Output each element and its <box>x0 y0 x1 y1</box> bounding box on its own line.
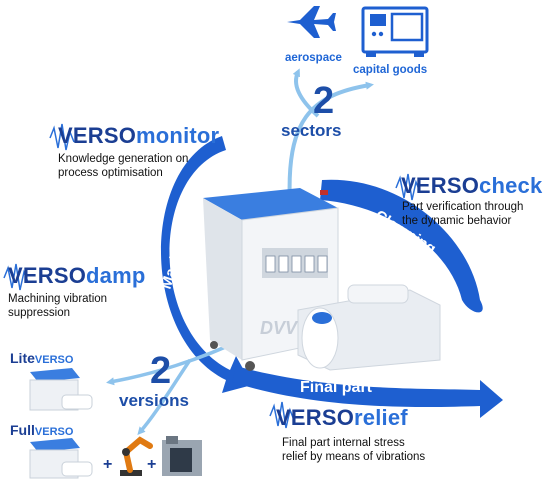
verso-damp-desc-1: Machining vibration <box>8 293 108 305</box>
verso-relief-desc-2: relief by means of vibrations <box>282 451 426 463</box>
sectors-arrow-left <box>292 68 320 118</box>
airplane-icon <box>287 6 336 38</box>
verso-damp-title: VERSOdamp <box>8 263 146 289</box>
lite-version-title: LiteVERSO <box>10 350 73 366</box>
check-wave-icon <box>395 173 421 201</box>
verso-monitor-title: VERSOmonitor <box>58 123 219 149</box>
verso-monitor-desc-2: process optimisation <box>58 167 163 179</box>
plus-sign-2: + <box>147 456 157 473</box>
verso-relief-desc-1: Final part internal stress <box>282 437 405 449</box>
full-version-title: FullVERSO <box>10 422 73 438</box>
monitor-wave-icon <box>49 123 75 151</box>
robot-arm-icon <box>120 436 153 476</box>
full-version-prefix: Full <box>10 422 35 438</box>
machine-tool-icon <box>361 6 429 57</box>
verso-cabinet-icon <box>203 188 441 371</box>
versions-count: 2 <box>150 350 172 392</box>
verso-check-brand: VERSO <box>401 173 480 198</box>
verso-check-suffix: check <box>479 173 543 198</box>
verso-damp-desc-2: suppression <box>8 307 71 319</box>
sectors-count: 2 <box>313 80 335 122</box>
verso-check-desc-1: Part verification through <box>402 201 524 213</box>
verso-relief-title: VERSOrelief <box>276 405 408 431</box>
cycle-arrow-right <box>320 179 483 313</box>
verso-monitor-suffix: monitor <box>136 123 220 148</box>
verso-check-desc-2: the dynamic behavior <box>402 215 512 227</box>
full-version-brand: VERSO <box>34 426 74 438</box>
full-version-devices <box>29 438 93 479</box>
cycle-arrow-left <box>160 136 252 393</box>
lite-version-prefix: Lite <box>10 350 35 366</box>
damp-wave-icon <box>3 263 29 291</box>
plus-sign-1: + <box>103 456 113 473</box>
versions-label: versions <box>119 391 189 410</box>
verso-check-title: VERSOcheck <box>401 173 542 199</box>
sectors-label: sectors <box>281 121 342 140</box>
relief-wave-icon <box>269 401 295 429</box>
lite-version-devices <box>29 368 93 411</box>
verso-relief-suffix: relief <box>354 405 408 430</box>
versions-arrow-full <box>137 359 192 435</box>
sectors-arrow <box>287 81 374 206</box>
lite-version-brand: VERSO <box>34 354 74 366</box>
verso-monitor-desc-1: Knowledge generation on <box>58 153 189 165</box>
verso-monitor-brand: VERSO <box>58 123 137 148</box>
cycle-arrow-bottom <box>232 366 503 418</box>
device-panel-text: DVV <box>260 318 298 338</box>
verso-damp-brand: VERSO <box>8 263 87 288</box>
verso-relief-brand: VERSO <box>276 405 355 430</box>
machining-center-icon <box>162 436 202 476</box>
cycle-label-final-part: Final part <box>300 379 373 396</box>
sector-label-capital-goods: capital goods <box>353 64 428 76</box>
sector-label-aerospace: aerospace <box>285 52 342 64</box>
verso-damp-suffix: damp <box>86 263 146 288</box>
